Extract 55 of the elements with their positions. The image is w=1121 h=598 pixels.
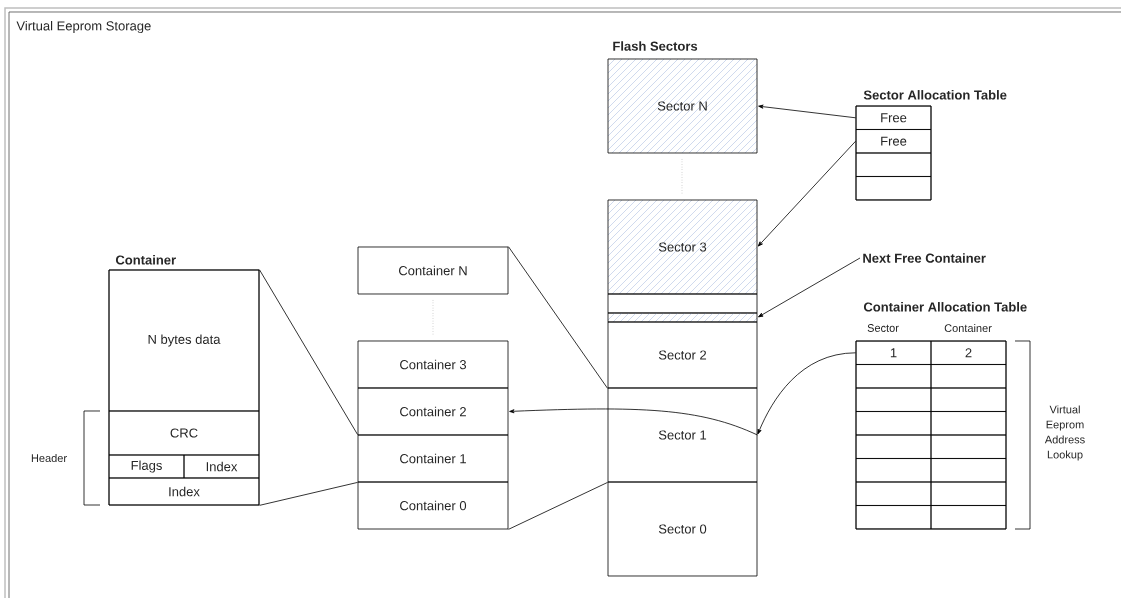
table-cell [930, 505, 1007, 530]
node-label: Container [115, 255, 176, 265]
column-header: Sector [867, 324, 899, 332]
container-box: Container 0 [357, 481, 509, 530]
table-cell [855, 176, 932, 201]
arrow [509, 408, 758, 436]
sector-box: Sector 2 [607, 321, 758, 389]
mapping-line [259, 482, 358, 506]
sector-box: Sector 0 [607, 481, 758, 577]
node-label: Container Allocation Table [863, 302, 1027, 312]
table-cell [855, 364, 932, 389]
table-cell: 1 [855, 340, 932, 365]
arrow [758, 257, 861, 318]
container-box: Container 2 [357, 387, 509, 436]
column-header: Container [944, 323, 992, 333]
table-cell [855, 434, 932, 459]
arrow [758, 104, 856, 119]
container-box: Container N [357, 246, 509, 295]
bracket-label: Virtual Eeprom Address Lookup [1044, 405, 1085, 461]
field-cell: N bytes data [108, 269, 260, 412]
table-cell [930, 434, 1007, 459]
heading: Next Free Container [863, 253, 986, 263]
table-cell: Free [855, 105, 932, 130]
field-cell: Flags [108, 454, 185, 479]
title: Virtual Eeprom Storage [16, 20, 151, 34]
field-cell: Index [183, 454, 260, 479]
mapping-line [259, 269, 358, 435]
table-cell [855, 481, 932, 506]
table-cell [930, 411, 1007, 436]
field-cell: Index [108, 477, 260, 506]
table-cell [930, 458, 1007, 483]
sector-box [607, 293, 758, 314]
container-box: Container 1 [357, 434, 509, 483]
field-cell: CRC [108, 410, 260, 456]
table-cell: Free [855, 129, 932, 154]
container-box: Container 3 [357, 340, 509, 389]
sector-box: Sector 3 [607, 199, 758, 295]
sector-box: Sector 1 [607, 387, 758, 483]
arrow [757, 352, 856, 435]
table-cell [855, 411, 932, 436]
mapping-line [508, 482, 608, 530]
sector-box: Sector N [607, 58, 758, 154]
table-cell [855, 152, 932, 177]
table-cell [855, 505, 932, 530]
table-cell [930, 481, 1007, 506]
mapping-line [508, 246, 608, 389]
bracket-label: Header [31, 453, 67, 463]
node-label: Sector Allocation Table [863, 90, 1007, 100]
sector-box [607, 312, 758, 323]
table-cell [930, 387, 1007, 412]
arrow [757, 140, 856, 247]
table-cell [855, 458, 932, 483]
table-cell [855, 387, 932, 412]
table-cell [930, 364, 1007, 389]
table-cell: 2 [930, 340, 1007, 365]
